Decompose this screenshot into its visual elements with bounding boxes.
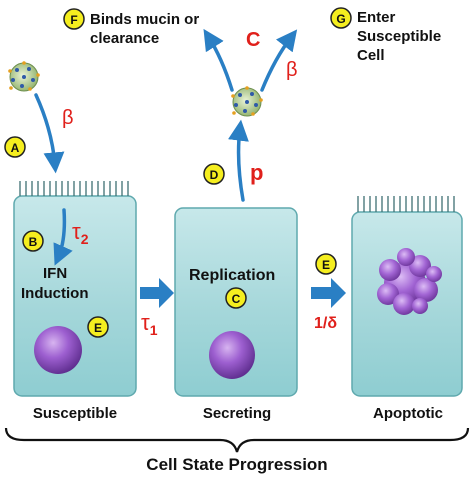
ifn-arrow <box>53 208 73 266</box>
susceptible-cell <box>13 181 137 397</box>
param-tau2: τ2 <box>72 219 89 247</box>
param-beta-reinfection: β <box>286 59 298 81</box>
badge-b: B <box>22 230 44 252</box>
ifn-label-line2: Induction <box>21 285 89 302</box>
svg-text:B: B <box>29 235 38 249</box>
param-beta-infection: β <box>62 107 74 129</box>
release-arrow <box>228 119 249 202</box>
badge-e-right: E <box>315 253 337 275</box>
cell-label-apoptotic: Apoptotic <box>373 405 443 422</box>
badge-g: G <box>330 7 352 29</box>
badge-f: F <box>63 8 85 30</box>
svg-text:F: F <box>70 13 77 27</box>
param-p: p <box>250 160 263 185</box>
binds-label-line1: Binds mucin or <box>90 11 199 28</box>
replication-label: Replication <box>189 267 275 284</box>
svg-text:A: A <box>11 141 20 155</box>
apoptotic-cell <box>351 196 463 397</box>
footer-label: Cell State Progression <box>146 455 327 474</box>
transition-arrow-2 <box>311 278 346 308</box>
param-tau1: τ1 <box>141 310 158 338</box>
svg-text:C: C <box>232 292 241 306</box>
ifn-label-line1: IFN <box>43 265 67 282</box>
reinfection-arrow <box>260 29 298 92</box>
cell-label-secreting: Secreting <box>203 405 271 422</box>
cell-label-susceptible: Susceptible <box>33 405 117 422</box>
badge-a: A <box>4 136 26 158</box>
fragmented-nucleus <box>377 248 442 315</box>
param-inv-delta: 1/δ <box>314 315 337 332</box>
clearance-arrow <box>203 28 234 92</box>
svg-text:E: E <box>322 258 330 272</box>
transition-arrow-1 <box>140 278 174 308</box>
enter-label-line2: Susceptible <box>357 28 441 45</box>
enter-label-line1: Enter <box>357 9 396 26</box>
badge-e-left: E <box>87 316 109 338</box>
nucleus <box>209 331 255 379</box>
infection-arrow <box>34 93 65 174</box>
param-c: C <box>246 29 260 51</box>
badge-d: D <box>203 163 225 185</box>
badge-c: C <box>225 287 247 309</box>
virion-top-left <box>8 61 40 92</box>
svg-text:D: D <box>210 168 219 182</box>
svg-text:E: E <box>94 321 102 335</box>
binds-label-line2: clearance <box>90 30 159 47</box>
svg-text:G: G <box>336 12 345 26</box>
nucleus <box>34 326 82 374</box>
virion-released <box>231 86 263 117</box>
enter-label-line3: Cell <box>357 47 385 64</box>
grouping-brace <box>4 427 470 453</box>
